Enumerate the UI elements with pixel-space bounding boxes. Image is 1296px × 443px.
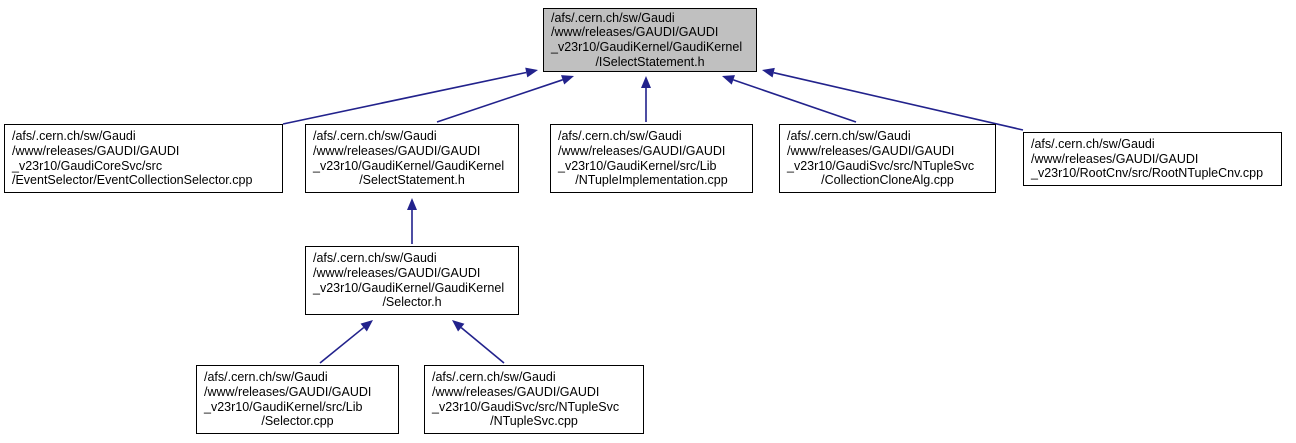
graph-arrowhead-selectstatement-to-iselectstatement (561, 75, 574, 85)
graph-edge-selectstatement-to-iselectstatement (436, 79, 563, 123)
node-label-line: _v23r10/GaudiCoreSvc/src (12, 158, 163, 173)
node-label-line: /afs/.cern.ch/sw/Gaudi (551, 10, 675, 25)
graph-node-rootntuplecnv[interactable]: /afs/.cern.ch/sw/Gaudi/www/releases/GAUD… (1023, 132, 1282, 186)
graph-edge-ntuplesvc-cpp-to-selector-h (460, 327, 505, 364)
graph-node-iselectstatement[interactable]: /afs/.cern.ch/sw/Gaudi/www/releases/GAUD… (543, 8, 757, 72)
node-label-line: /www/releases/GAUDI/GAUDI (313, 265, 481, 280)
node-label-line: /EventSelector/EventCollectionSelector.c… (12, 173, 253, 188)
graph-node-selectstatement[interactable]: /afs/.cern.ch/sw/Gaudi/www/releases/GAUD… (305, 124, 519, 193)
node-label-line: _v23r10/GaudiKernel/GaudiKernel (313, 158, 505, 173)
node-label-line: /afs/.cern.ch/sw/Gaudi (787, 129, 911, 144)
graph-edge-eventcollectionselector-to-iselectstatement (282, 71, 527, 125)
node-label-line: /www/releases/GAUDI/GAUDI (313, 143, 481, 158)
graph-edge-rootntuplecnv-to-iselectstatement (773, 71, 1024, 131)
node-label-line: /afs/.cern.ch/sw/Gaudi (1031, 137, 1155, 152)
node-label-line: _v23r10/GaudiSvc/src/NTupleSvc (787, 158, 975, 173)
graph-node-selector-h[interactable]: /afs/.cern.ch/sw/Gaudi/www/releases/GAUD… (305, 246, 519, 315)
node-label-line: /afs/.cern.ch/sw/Gaudi (204, 370, 328, 385)
graph-node-ntuplesvc-cpp[interactable]: /afs/.cern.ch/sw/Gaudi/www/releases/GAUD… (424, 365, 644, 434)
node-label-line: /afs/.cern.ch/sw/Gaudi (313, 129, 437, 144)
node-label-line: /NTupleSvc.cpp (490, 414, 578, 429)
node-label-line: /www/releases/GAUDI/GAUDI (204, 384, 372, 399)
node-label-line: /afs/.cern.ch/sw/Gaudi (558, 129, 682, 144)
graph-edge-selector-cpp-to-selector-h (319, 326, 365, 364)
graph-arrowhead-eventcollectionselector-to-iselectstatement (525, 67, 538, 78)
node-label-line: /SelectStatement.h (359, 173, 465, 188)
node-label-line: /afs/.cern.ch/sw/Gaudi (313, 251, 437, 266)
graph-edge-collectionclonealg-to-iselectstatement (733, 79, 857, 123)
node-label-line: _v23r10/GaudiKernel/src/Lib (558, 158, 717, 173)
node-label-line: /www/releases/GAUDI/GAUDI (551, 25, 719, 40)
node-label-line: /ISelectStatement.h (595, 54, 705, 69)
graph-arrowhead-collectionclonealg-to-iselectstatement (722, 75, 735, 85)
node-label-line: _v23r10/GaudiSvc/src/NTupleSvc (432, 399, 620, 414)
graph-arrowhead-ntupleimplementation-to-iselectstatement (641, 76, 651, 88)
node-label-line: _v23r10/GaudiKernel/src/Lib (204, 399, 363, 414)
node-label-line: /Selector.cpp (261, 414, 334, 429)
graph-node-ntupleimplementation[interactable]: /afs/.cern.ch/sw/Gaudi/www/releases/GAUD… (550, 124, 753, 193)
node-label-line: /www/releases/GAUDI/GAUDI (558, 143, 726, 158)
node-label-line: /www/releases/GAUDI/GAUDI (1031, 151, 1199, 166)
node-label-line: /Selector.h (382, 295, 442, 310)
graph-arrowhead-selector-h-to-selectstatement (407, 198, 417, 210)
node-label-line: /www/releases/GAUDI/GAUDI (432, 384, 600, 399)
node-label-line: /www/releases/GAUDI/GAUDI (12, 143, 180, 158)
node-label-line: /afs/.cern.ch/sw/Gaudi (432, 370, 556, 385)
node-label-line: _v23r10/RootCnv/src/RootNTupleCnv.cpp (1031, 166, 1264, 181)
node-label-line: /NTupleImplementation.cpp (575, 173, 728, 188)
node-label-line: /afs/.cern.ch/sw/Gaudi (12, 129, 136, 144)
graph-arrowhead-ntuplesvc-cpp-to-selector-h (452, 320, 465, 332)
graph-arrowhead-rootntuplecnv-to-iselectstatement (762, 67, 775, 78)
graph-node-eventcollectionselector[interactable]: /afs/.cern.ch/sw/Gaudi/www/releases/GAUD… (4, 124, 283, 193)
graph-arrowhead-selector-cpp-to-selector-h (360, 320, 373, 332)
node-label-line: _v23r10/GaudiKernel/GaudiKernel (551, 40, 743, 54)
graph-node-selector-cpp[interactable]: /afs/.cern.ch/sw/Gaudi/www/releases/GAUD… (196, 365, 399, 434)
node-label-line: /www/releases/GAUDI/GAUDI (787, 143, 955, 158)
node-label-line: _v23r10/GaudiKernel/GaudiKernel (313, 280, 505, 295)
node-label-line: /CollectionCloneAlg.cpp (821, 173, 954, 188)
graph-node-collectionclonealg[interactable]: /afs/.cern.ch/sw/Gaudi/www/releases/GAUD… (779, 124, 996, 193)
